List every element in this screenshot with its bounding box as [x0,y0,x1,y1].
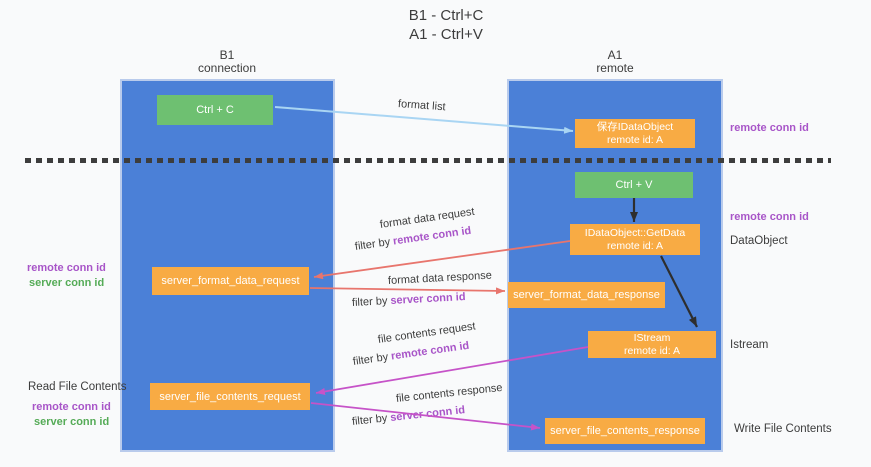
remote-conn-id-label-mid-right: remote conn id [730,211,809,223]
server-file-contents-response-box: server_file_contents_response [545,418,705,444]
server-conn-id-label-bottom-left: server conn id [34,416,110,428]
format-data-response-arrow [309,287,506,295]
remote-conn-id-key: remote conn id [390,339,471,363]
filter-by-text: filter by [351,295,388,309]
format-data-response-label: format data response [387,269,493,287]
phase-separator-dashed-line [25,158,831,163]
server-format-data-response-label: server_format_data_response [513,289,660,301]
server-conn-id-key: server conn id [390,291,466,307]
filter-by-text: filter by [352,351,389,368]
server-conn-id-label-mid-left: server conn id [29,277,105,289]
filter-by-text: filter by [354,236,391,253]
format-list-label: format list [397,98,446,114]
getdata-line1: IDataObject::GetData [584,226,686,239]
remote-conn-id-label-top-right: remote conn id [730,122,809,134]
lane-header-b1: B1 connection [167,49,287,75]
istream-line2: remote id: A [623,344,681,357]
getdata-line2: remote id: A [606,239,664,252]
file-request-filter-label: filter byremote conn id [352,340,470,368]
server-file-contents-request-box: server_file_contents_request [150,383,310,410]
server-file-contents-request-label: server_file_contents_request [159,390,301,403]
server-format-data-request-box: server_format_data_request [152,267,309,295]
remote-conn-id-label-bottom-left: remote conn id [32,401,111,413]
ctrl-v-box: Ctrl + V [575,172,693,198]
store-idataobject-line1: 保存IDataObject [596,120,674,133]
server-format-data-request-label: server_format_data_request [161,275,300,287]
ctrl-v-label: Ctrl + V [615,179,653,191]
lane-a1-role: remote [596,61,634,75]
write-file-contents-label: Write File Contents [734,423,832,435]
store-idataobject-line2: remote id: A [606,133,664,146]
ctrl-c-box: Ctrl + C [157,95,273,125]
format-request-filter-label: filter byremote conn id [354,225,472,253]
server-file-contents-response-label: server_file_contents_response [550,425,700,437]
istream-side-label: Istream [730,339,769,351]
title-line-2: A1 - Ctrl+V [409,26,483,43]
server-conn-id-key: server conn id [389,404,466,424]
remote-conn-id-key: remote conn id [392,224,473,248]
istream-box: IStream remote id: A [588,331,716,358]
filter-by-text: filter by [351,412,388,428]
diagram-title: B1 - Ctrl+C A1 - Ctrl+V [346,6,546,44]
lane-b1-name: B1 [219,48,235,62]
server-format-data-response-box: server_format_data_response [508,282,665,308]
file-contents-response-label: file contents response [395,381,504,405]
store-idataobject-box: 保存IDataObject remote id: A [575,119,695,148]
read-file-contents-label: Read File Contents [28,381,127,393]
dataobject-label: DataObject [730,235,788,247]
lane-b1-role: connection [197,61,257,75]
istream-line1: IStream [633,331,671,344]
ctrl-c-label: Ctrl + C [196,104,234,116]
idataobject-getdata-box: IDataObject::GetData remote id: A [570,224,700,255]
title-line-1: B1 - Ctrl+C [408,7,484,24]
lane-header-a1: A1 remote [555,49,675,75]
remote-conn-id-label-mid-left: remote conn id [27,262,106,274]
lane-a1-name: A1 [607,48,623,62]
